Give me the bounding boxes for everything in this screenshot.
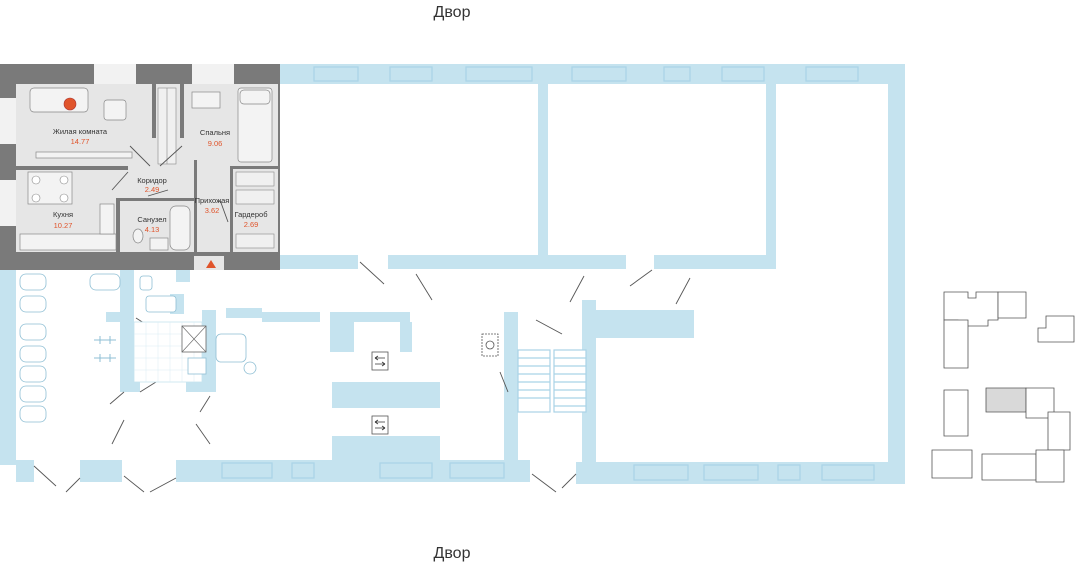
room-area-wardrobe: 2.69 — [244, 220, 259, 229]
room-labels: Жилая комната 14.77 Спальня 9.06 Коридор… — [53, 127, 268, 234]
seating-area — [19, 273, 257, 423]
yard-label-bottom: Двор — [434, 545, 471, 562]
yard-label-top: Двор — [434, 4, 471, 21]
site-minimap — [931, 291, 1075, 483]
compass-rose-icon — [481, 333, 499, 357]
apartment — [0, 64, 280, 270]
entrance-arrow-icon — [206, 260, 216, 268]
room-name-wardrobe: Гардероб — [235, 210, 268, 219]
room-area-bathroom: 4.13 — [145, 225, 160, 234]
room-name-kitchen: Кухня — [53, 210, 73, 219]
room-name-hall: Прихожая — [195, 196, 230, 205]
exit-arrows-icon — [371, 351, 389, 435]
room-name-bathroom: Санузел — [137, 215, 166, 224]
room-area-living: 14.77 — [71, 137, 90, 146]
building-walls — [0, 64, 905, 484]
building-doors — [33, 261, 691, 493]
highlighted-building — [985, 387, 1027, 413]
room-name-living: Жилая комната — [53, 127, 108, 136]
room-area-kitchen: 10.27 — [54, 221, 73, 230]
tiled-room — [133, 275, 207, 383]
room-area-bedroom: 9.06 — [208, 139, 223, 148]
room-name-corridor: Коридор — [137, 176, 167, 185]
room-area-hall: 3.62 — [205, 206, 220, 215]
room-area-corridor: 2.49 — [145, 185, 160, 194]
room-name-bedroom: Спальня — [200, 128, 230, 137]
staircase — [517, 349, 587, 413]
